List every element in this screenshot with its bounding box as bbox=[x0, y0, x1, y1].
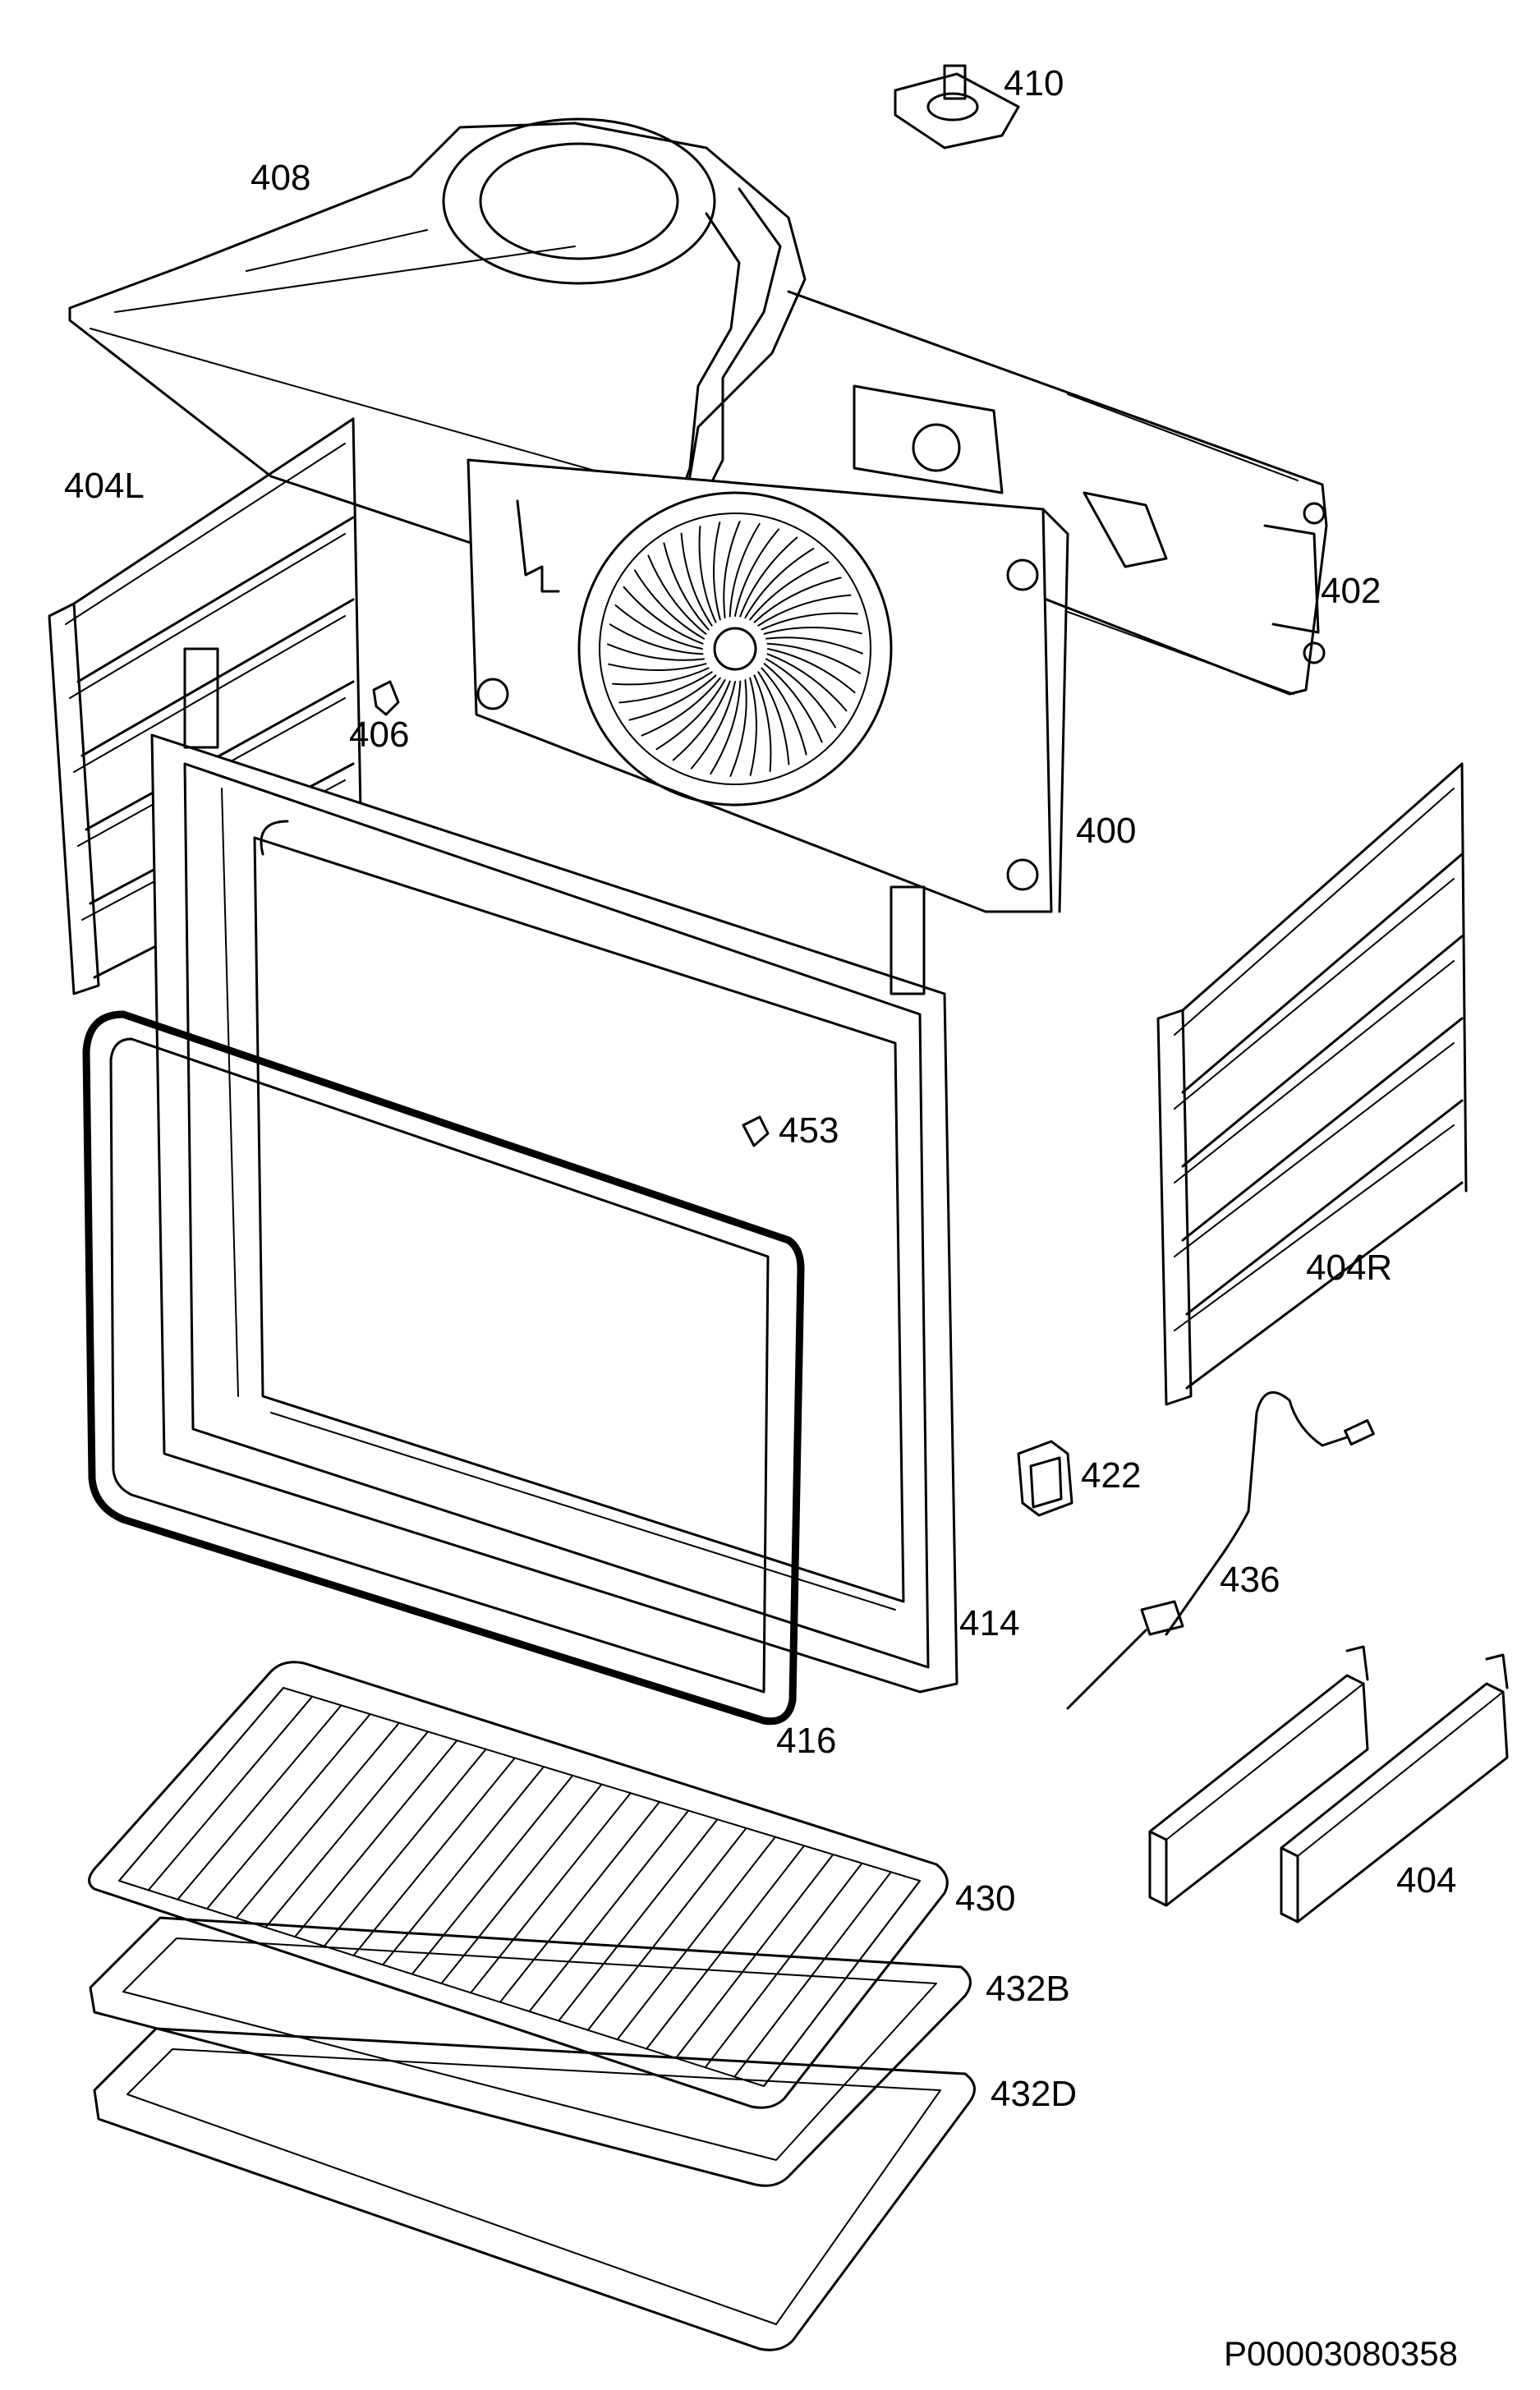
shelf-wire bbox=[675, 1854, 834, 2059]
label-410: 410 bbox=[1004, 63, 1064, 103]
shelf-wire bbox=[147, 1695, 314, 1891]
fan-blade bbox=[680, 532, 713, 627]
fan-blade bbox=[612, 667, 710, 686]
fan-blade bbox=[614, 604, 703, 650]
fan-blade bbox=[761, 667, 807, 756]
part-453-screw bbox=[742, 1115, 770, 1147]
shelf-wire bbox=[558, 1818, 719, 2022]
shelf-wire bbox=[470, 1792, 632, 1994]
fan-blade bbox=[723, 521, 741, 618]
fan-blade bbox=[607, 643, 705, 661]
fan-blade bbox=[713, 522, 721, 621]
label-400: 400 bbox=[1076, 811, 1137, 851]
part-414-front-frame bbox=[150, 647, 958, 1694]
fan-blade bbox=[623, 586, 704, 645]
shelf-wire bbox=[294, 1740, 458, 1938]
fan-blade bbox=[729, 679, 747, 777]
label-453: 453 bbox=[779, 1110, 839, 1151]
shelf-wire bbox=[646, 1845, 806, 2050]
part-422-lamp-holder bbox=[1017, 1440, 1073, 1517]
label-430: 430 bbox=[955, 1878, 1016, 1919]
label-416: 416 bbox=[776, 1721, 837, 1761]
fan-blade bbox=[672, 680, 731, 761]
part-402-back-rail bbox=[770, 290, 1328, 696]
shelf-wire bbox=[382, 1766, 545, 1966]
fan-blade bbox=[655, 679, 726, 751]
fan-blade bbox=[763, 663, 823, 743]
part-410-motor-mount bbox=[894, 64, 1020, 149]
part-406-clip bbox=[372, 680, 400, 716]
label-402: 402 bbox=[1321, 571, 1381, 611]
fan-blade bbox=[739, 536, 798, 618]
fan-blade bbox=[744, 547, 815, 618]
fan-blade bbox=[761, 612, 858, 631]
shelf-wire bbox=[586, 1827, 747, 2031]
shelf-wire bbox=[499, 1800, 660, 2003]
shelf-wire bbox=[264, 1730, 430, 1928]
label-406: 406 bbox=[349, 715, 410, 755]
fan-blade bbox=[633, 569, 705, 640]
fan-blade bbox=[729, 522, 761, 618]
label-404L: 404L bbox=[64, 466, 145, 506]
fan-blade bbox=[753, 577, 842, 623]
reference-code: P00003080358 bbox=[1224, 2334, 1458, 2373]
fan-blade bbox=[765, 658, 837, 728]
fan-blade bbox=[609, 623, 704, 655]
shelf-wire bbox=[411, 1774, 574, 1975]
fan-blade bbox=[628, 674, 717, 721]
part-416-door-seal bbox=[82, 1010, 805, 1726]
part-436-probe bbox=[1066, 1391, 1375, 1710]
shelf-wire bbox=[118, 1687, 284, 1882]
part-400-rear-wall bbox=[467, 384, 1069, 913]
fan-blade bbox=[663, 542, 710, 631]
shelf-wire bbox=[704, 1862, 863, 2069]
label-404R: 404R bbox=[1306, 1248, 1393, 1288]
fan-blade bbox=[647, 554, 707, 635]
label-432D: 432D bbox=[991, 2074, 1078, 2114]
fan-blade bbox=[763, 627, 862, 635]
fan-blade bbox=[749, 561, 830, 621]
shelf-wire bbox=[528, 1809, 690, 2013]
fan-blade bbox=[757, 671, 790, 765]
fan-blade bbox=[690, 681, 736, 770]
label-422: 422 bbox=[1081, 1455, 1142, 1496]
fan-blade bbox=[734, 528, 780, 617]
fan-blade bbox=[641, 677, 721, 737]
shelf-wire bbox=[235, 1721, 400, 1919]
label-414: 414 bbox=[959, 1603, 1020, 1643]
shelf-wire bbox=[323, 1748, 487, 1947]
fan-blade bbox=[698, 526, 717, 623]
fan-blade bbox=[753, 674, 772, 772]
shelf-wire bbox=[177, 1704, 342, 1901]
part-404-runners bbox=[1148, 1645, 1509, 1923]
fan-blade bbox=[710, 680, 742, 775]
label-408: 408 bbox=[251, 158, 311, 198]
label-432B: 432B bbox=[986, 1969, 1070, 2009]
fan-blade bbox=[766, 642, 862, 674]
shelf-wire bbox=[206, 1713, 371, 1910]
shelf-wire bbox=[352, 1757, 516, 1956]
shelf-wire bbox=[733, 1871, 892, 2078]
label-404: 404 bbox=[1396, 1860, 1457, 1901]
fan-blade bbox=[618, 671, 713, 704]
label-436: 436 bbox=[1220, 1560, 1280, 1600]
part-432D-tray bbox=[93, 2027, 976, 2351]
fan-blade bbox=[749, 677, 757, 776]
fan-blade bbox=[608, 663, 707, 671]
part-404R-right-rail bbox=[1156, 762, 1468, 1406]
fan-blade bbox=[757, 594, 852, 627]
shelf-wire bbox=[440, 1783, 603, 1984]
fan-blade bbox=[767, 648, 856, 694]
shelf-wire bbox=[616, 1836, 776, 2041]
shelf-wire bbox=[763, 1880, 921, 2087]
fan-blade bbox=[765, 637, 863, 655]
part-430-wire-shelf bbox=[88, 1661, 949, 2109]
fan-blade bbox=[766, 653, 848, 712]
